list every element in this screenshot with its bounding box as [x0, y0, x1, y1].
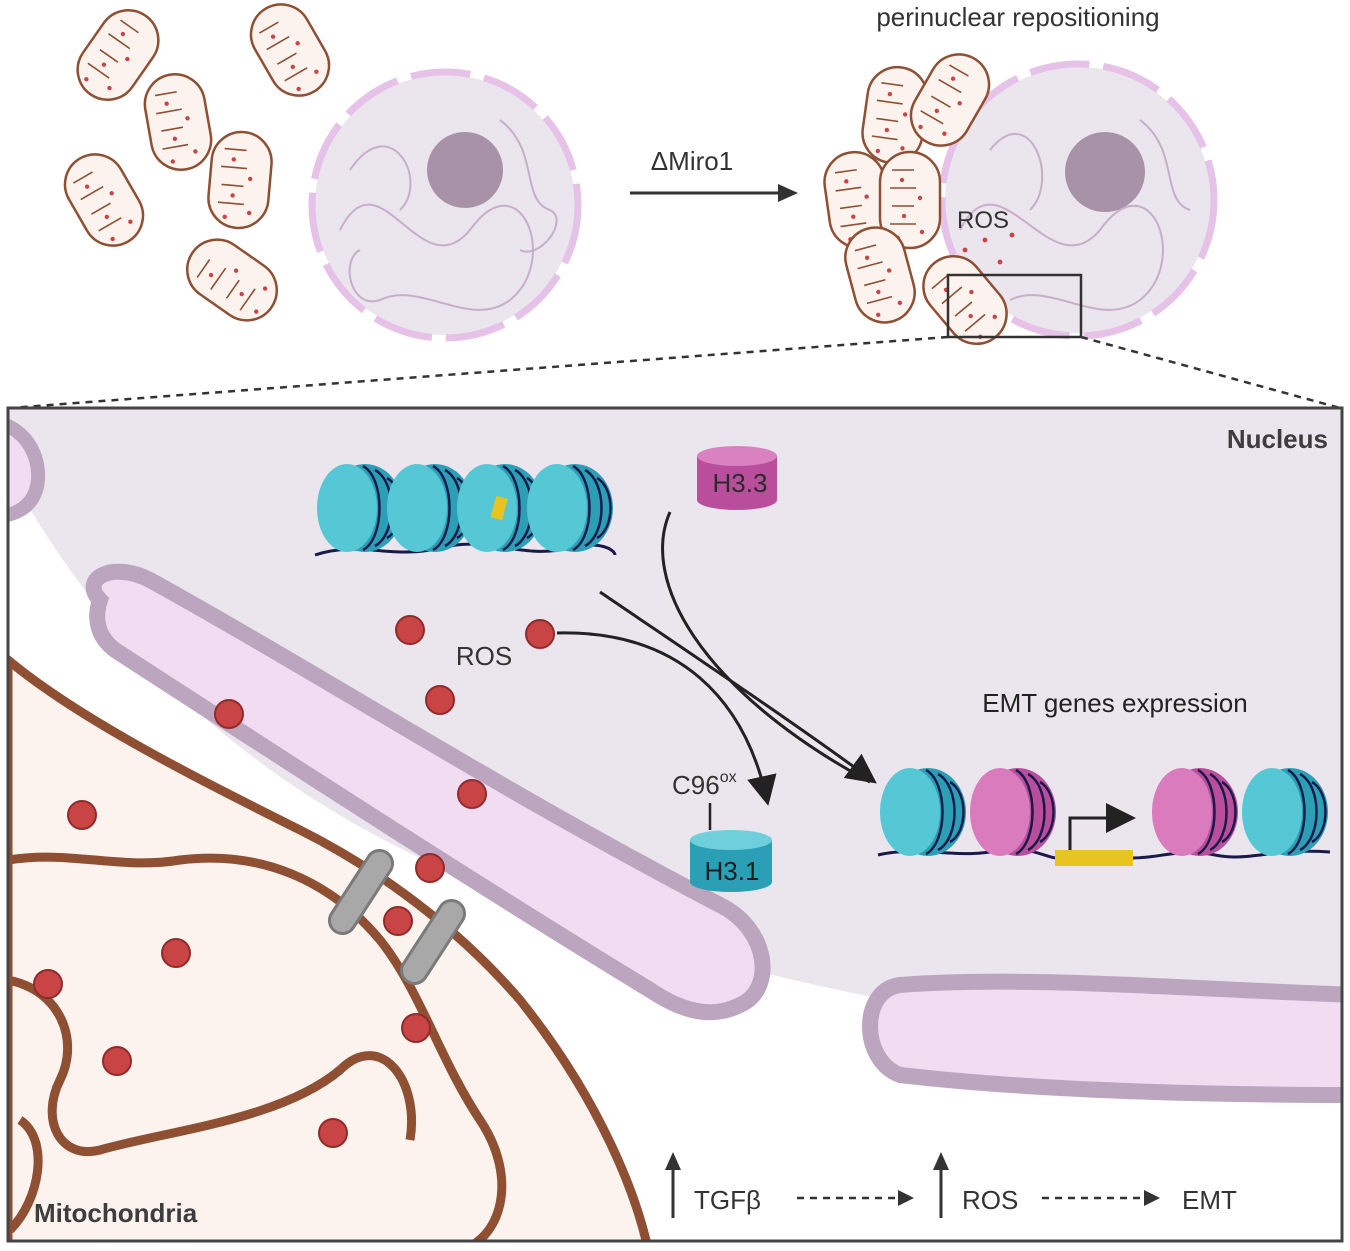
- nucleosome-cyan: [317, 464, 403, 552]
- miro1-label: ΔMiro1: [651, 146, 733, 176]
- chromatin-fiber-h31: [314, 464, 617, 557]
- c96-superscript: ox: [720, 769, 737, 786]
- nuclear-envelope-right: [862, 973, 1342, 1103]
- nucleolus: [1065, 132, 1145, 212]
- zoom-guides: [9, 335, 1341, 410]
- pathway-step-ros: ROS: [962, 1185, 1018, 1215]
- ros-dot: [525, 619, 555, 649]
- ros-label-top: ROS: [957, 207, 1009, 234]
- pore-channel: [399, 898, 467, 986]
- h31-label: H3.1: [705, 856, 760, 886]
- ros-to-h31-arrow: [556, 631, 777, 806]
- pathway-step-tgfb: TGFβ: [694, 1185, 761, 1215]
- chromatin-fiber-emt: [877, 768, 1331, 866]
- h33-incorporation-arrow: [661, 511, 871, 784]
- nucleus-left: [308, 68, 582, 342]
- mitochondrion: [174, 226, 290, 334]
- nucleus-region: [8, 408, 1342, 1080]
- mitochondria-label: Mitochondria: [34, 1198, 198, 1228]
- nucleus-label: Nucleus: [1227, 424, 1328, 454]
- pathway-step-emt: EMT: [1182, 1185, 1237, 1215]
- detail-panel: [6, 406, 1344, 1243]
- ros-dot: [425, 685, 455, 715]
- nucleosome-cyan: [527, 464, 613, 552]
- ros-dot: [415, 853, 445, 883]
- ros-label-detail: ROS: [456, 641, 512, 671]
- h33-histone: H3.3: [697, 446, 777, 510]
- nucleus-right: [938, 60, 1218, 340]
- zoom-box: [946, 273, 1083, 339]
- mitochondrion: [238, 0, 342, 108]
- nucleolus: [427, 132, 503, 208]
- top-title: perinuclear repositioning: [876, 2, 1159, 32]
- ros-dot: [102, 1046, 132, 1076]
- h31-histone: C96ox H3.1: [672, 769, 772, 892]
- transition-arrow: ΔMiro1: [630, 146, 798, 202]
- transcription-start-arrow: [1068, 803, 1136, 850]
- nucleosome-cyan-oxidized: [457, 464, 543, 552]
- top-left-scene: [52, 0, 582, 342]
- ros-dot: [457, 779, 487, 809]
- ros-dot: [214, 699, 244, 729]
- h33-label: H3.3: [713, 468, 768, 498]
- emt-gene: [1055, 850, 1133, 866]
- nuclear-envelope-main: [85, 563, 771, 1021]
- emt-expression-label: EMT genes expression: [982, 688, 1247, 718]
- nucleosome-magenta: [970, 768, 1056, 856]
- mitochondrion: [138, 68, 218, 176]
- nucleosome-cyan: [387, 464, 473, 552]
- oxidation-mark: [490, 495, 508, 521]
- ros-dot: [383, 906, 413, 936]
- ros-dot: [67, 800, 97, 830]
- chromatin-to-emt-arrow: [599, 590, 877, 784]
- mitochondrion-detail: [8, 654, 651, 1241]
- ros-dot: [401, 1013, 431, 1043]
- nucleosome-magenta: [1152, 768, 1238, 856]
- ros-particles: [33, 615, 555, 1148]
- mitochondrion: [52, 142, 156, 258]
- ros-dot: [318, 1118, 348, 1148]
- pore-channel: [327, 848, 395, 936]
- mitochondrion: [204, 128, 276, 232]
- process-arrows: [556, 511, 877, 806]
- nuclear-envelope-small: [8, 418, 46, 522]
- nucleosome-cyan: [880, 768, 966, 856]
- ros-dot: [33, 969, 63, 999]
- ros-dot: [395, 615, 425, 645]
- c96-label: C96ox: [672, 769, 737, 800]
- top-right-scene: ROS: [819, 42, 1218, 358]
- ros-dot: [161, 938, 191, 968]
- mitochondria-cristae: [8, 852, 507, 1241]
- pathway-summary: TGFβ ROS EMT: [665, 1152, 1237, 1218]
- nucleosome-cyan: [1242, 768, 1328, 856]
